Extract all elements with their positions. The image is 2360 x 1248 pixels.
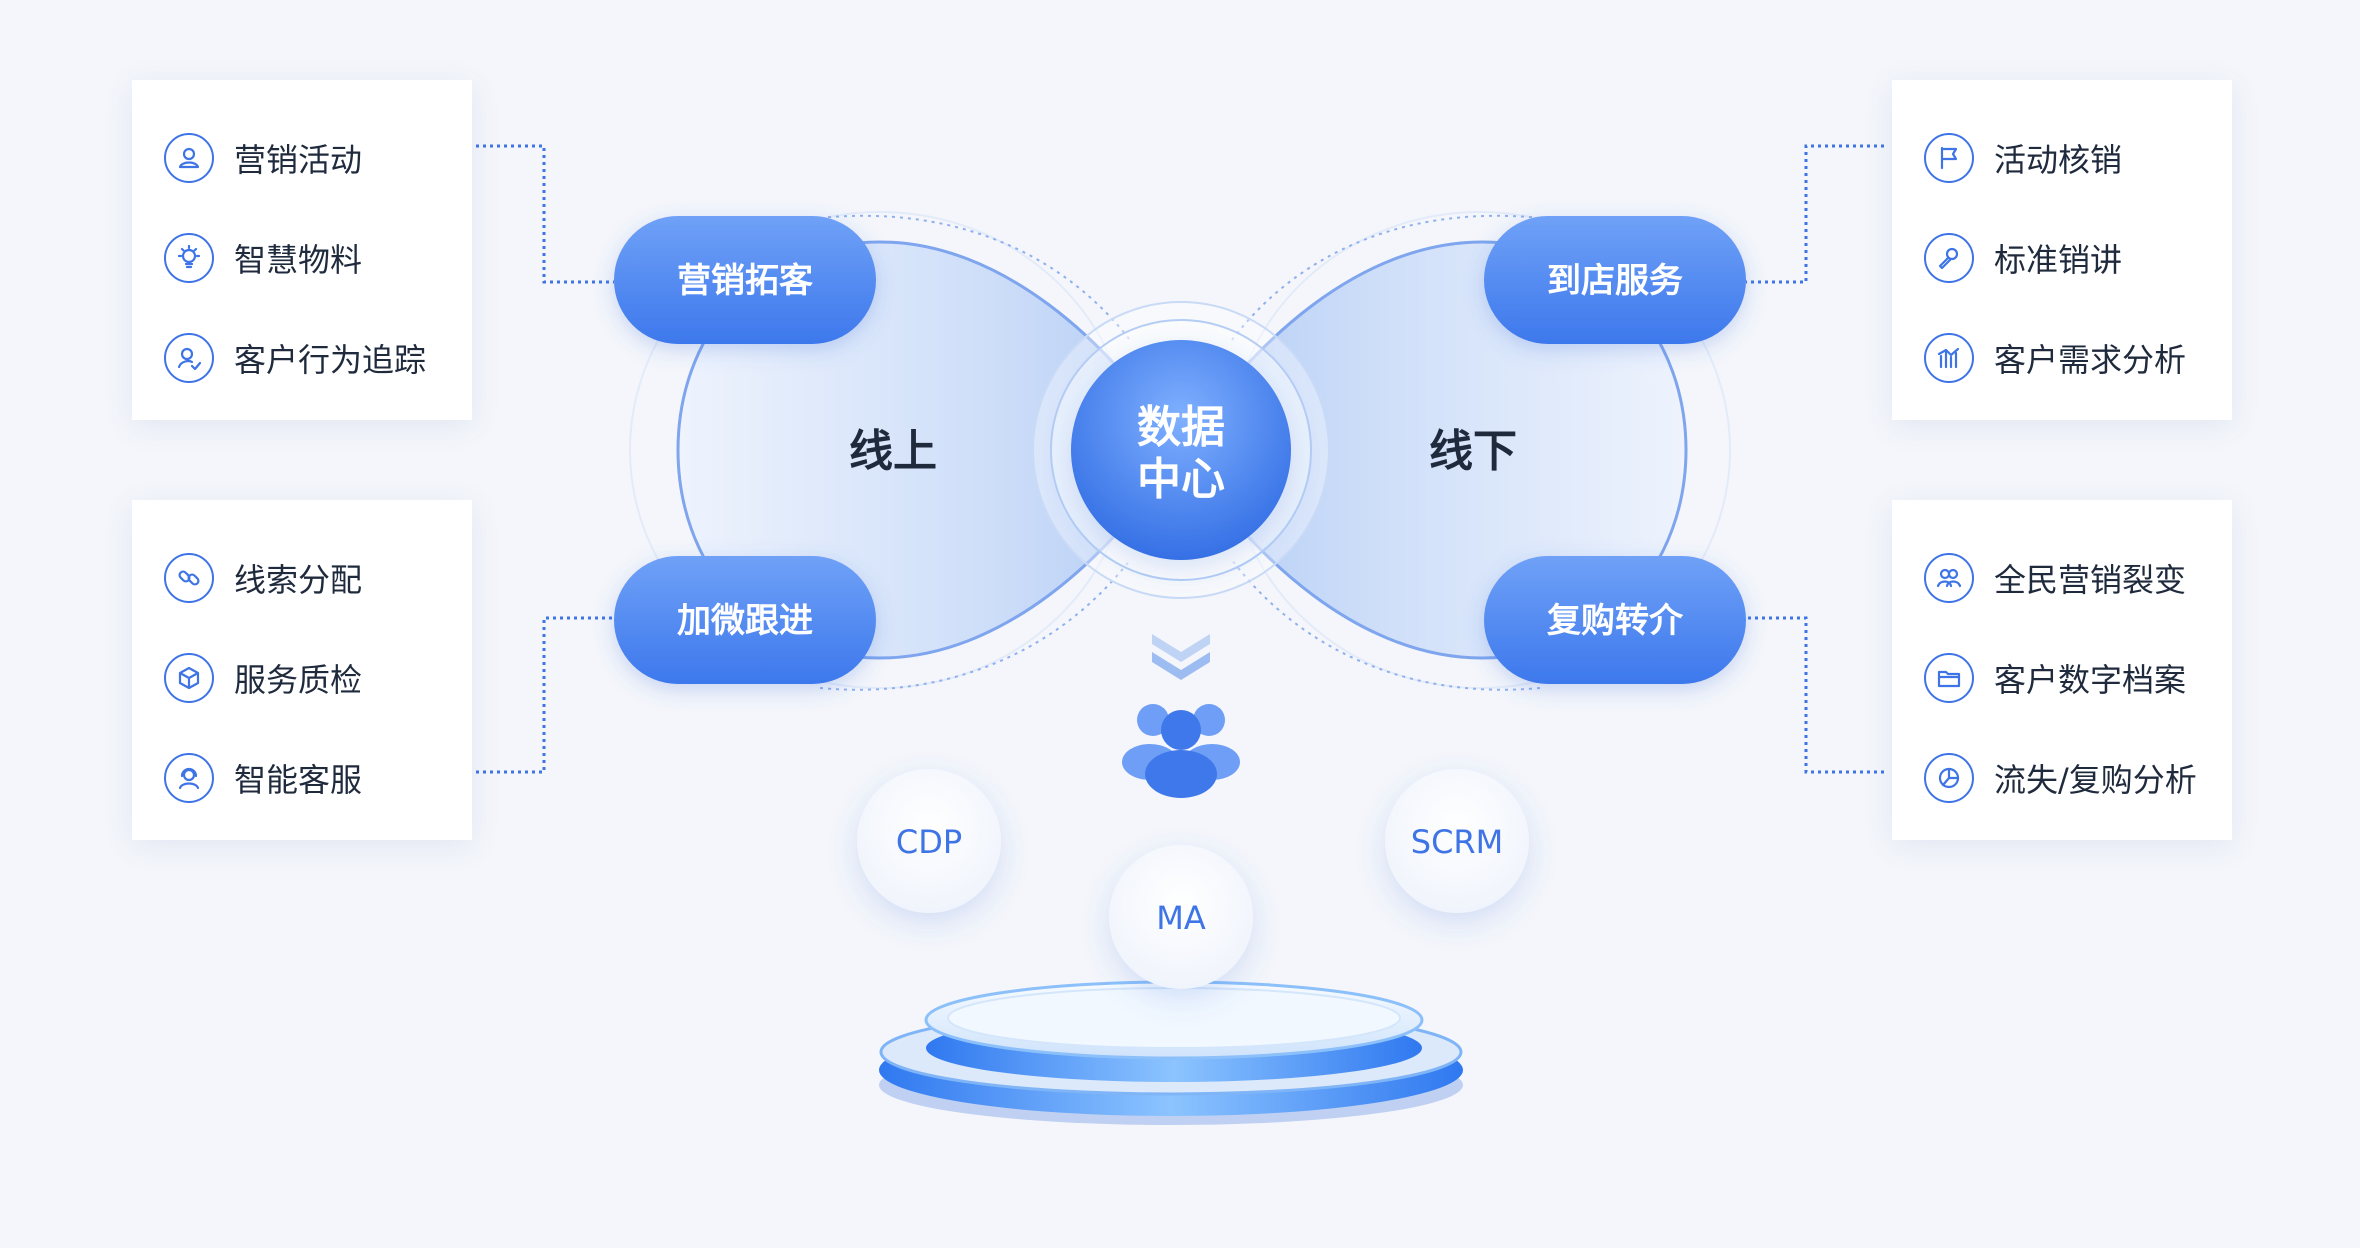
- pill-label: 到店服务: [1547, 261, 1683, 301]
- panel-item[interactable]: 智能客服: [132, 728, 472, 828]
- badge-label: SCRM: [1411, 823, 1504, 861]
- chevron-down-icon: [1152, 634, 1210, 680]
- badge-label: MA: [1156, 899, 1206, 937]
- pill-in-store-service[interactable]: 到店服务: [1484, 216, 1746, 344]
- panel-item-label: 营销活动: [234, 141, 363, 179]
- panel-item-label: 流失/复购分析: [1994, 761, 2197, 799]
- panel-connectors: [476, 144, 1884, 774]
- group-icon: [1924, 553, 1974, 603]
- platform-base: [879, 980, 1463, 1125]
- panel-online-service: 线索分配 服务质检 智能客服: [132, 500, 472, 840]
- panel-item-label: 活动核销: [1994, 141, 2123, 179]
- badge-cdp: CDP: [857, 769, 1001, 913]
- user-track-icon: [164, 333, 214, 383]
- panel-item[interactable]: 营销活动: [132, 108, 472, 208]
- panel-item-label: 客户数字档案: [1994, 661, 2187, 699]
- user-group-icon: [1122, 704, 1240, 798]
- side-label-online: 线上: [849, 426, 937, 477]
- panel-offline-store: 活动核销 标准销讲 客户需求分析: [1892, 80, 2232, 420]
- pill-label: 营销拓客: [677, 261, 813, 301]
- data-center-line1: 数据: [1137, 402, 1225, 453]
- badge-ma: MA: [1109, 845, 1253, 989]
- panel-item-label: 服务质检: [234, 661, 363, 699]
- badge-label: CDP: [896, 823, 962, 861]
- panel-item[interactable]: 标准销讲: [1892, 208, 2232, 308]
- panel-item-label: 智能客服: [234, 761, 363, 799]
- lightbulb-icon: [164, 233, 214, 283]
- pill-label: 加微跟进: [677, 601, 813, 641]
- panel-online-marketing: 营销活动 智慧物料 客户行为追踪: [132, 80, 472, 420]
- flag-icon: [1924, 133, 1974, 183]
- panel-item[interactable]: 智慧物料: [132, 208, 472, 308]
- pill-repurchase-referral[interactable]: 复购转介: [1484, 556, 1746, 684]
- headset-icon: [164, 753, 214, 803]
- panel-item[interactable]: 全民营销裂变: [1892, 528, 2232, 628]
- pill-wechat-followup[interactable]: 加微跟进: [614, 556, 876, 684]
- data-center-line2: 中心: [1137, 454, 1225, 505]
- panel-item[interactable]: 服务质检: [132, 628, 472, 728]
- folder-icon: [1924, 653, 1974, 703]
- left-lobe: [676, 240, 1183, 660]
- pill-marketing-acquisition[interactable]: 营销拓客: [614, 216, 876, 344]
- panel-item-label: 全民营销裂变: [1994, 561, 2187, 599]
- panel-item[interactable]: 客户数字档案: [1892, 628, 2232, 728]
- badge-scrm: SCRM: [1385, 769, 1529, 913]
- panel-item-label: 标准销讲: [1994, 241, 2123, 279]
- panel-item-label: 线索分配: [234, 561, 363, 599]
- panel-item[interactable]: 线索分配: [132, 528, 472, 628]
- panel-item-label: 客户需求分析: [1994, 341, 2187, 379]
- box-icon: [164, 653, 214, 703]
- microphone-icon: [1924, 233, 1974, 283]
- data-center-node[interactable]: 数据 中心: [1032, 301, 1330, 599]
- panel-item[interactable]: 活动核销: [1892, 108, 2232, 208]
- panel-offline-retention: 全民营销裂变 客户数字档案 流失/复购分析: [1892, 500, 2232, 840]
- chart-icon: [1924, 333, 1974, 383]
- pill-label: 复购转介: [1547, 601, 1684, 641]
- panel-item[interactable]: 客户行为追踪: [132, 308, 472, 408]
- panel-item[interactable]: 流失/复购分析: [1892, 728, 2232, 828]
- user-icon: [164, 133, 214, 183]
- link-icon: [164, 553, 214, 603]
- dotted-arcs: [819, 214, 1541, 691]
- right-lobe: [1179, 240, 1688, 660]
- panel-item[interactable]: 客户需求分析: [1892, 308, 2232, 408]
- side-label-offline: 线下: [1429, 426, 1517, 477]
- panel-item-label: 智慧物料: [234, 241, 363, 279]
- pie-chart-icon: [1924, 753, 1974, 803]
- panel-item-label: 客户行为追踪: [234, 341, 427, 379]
